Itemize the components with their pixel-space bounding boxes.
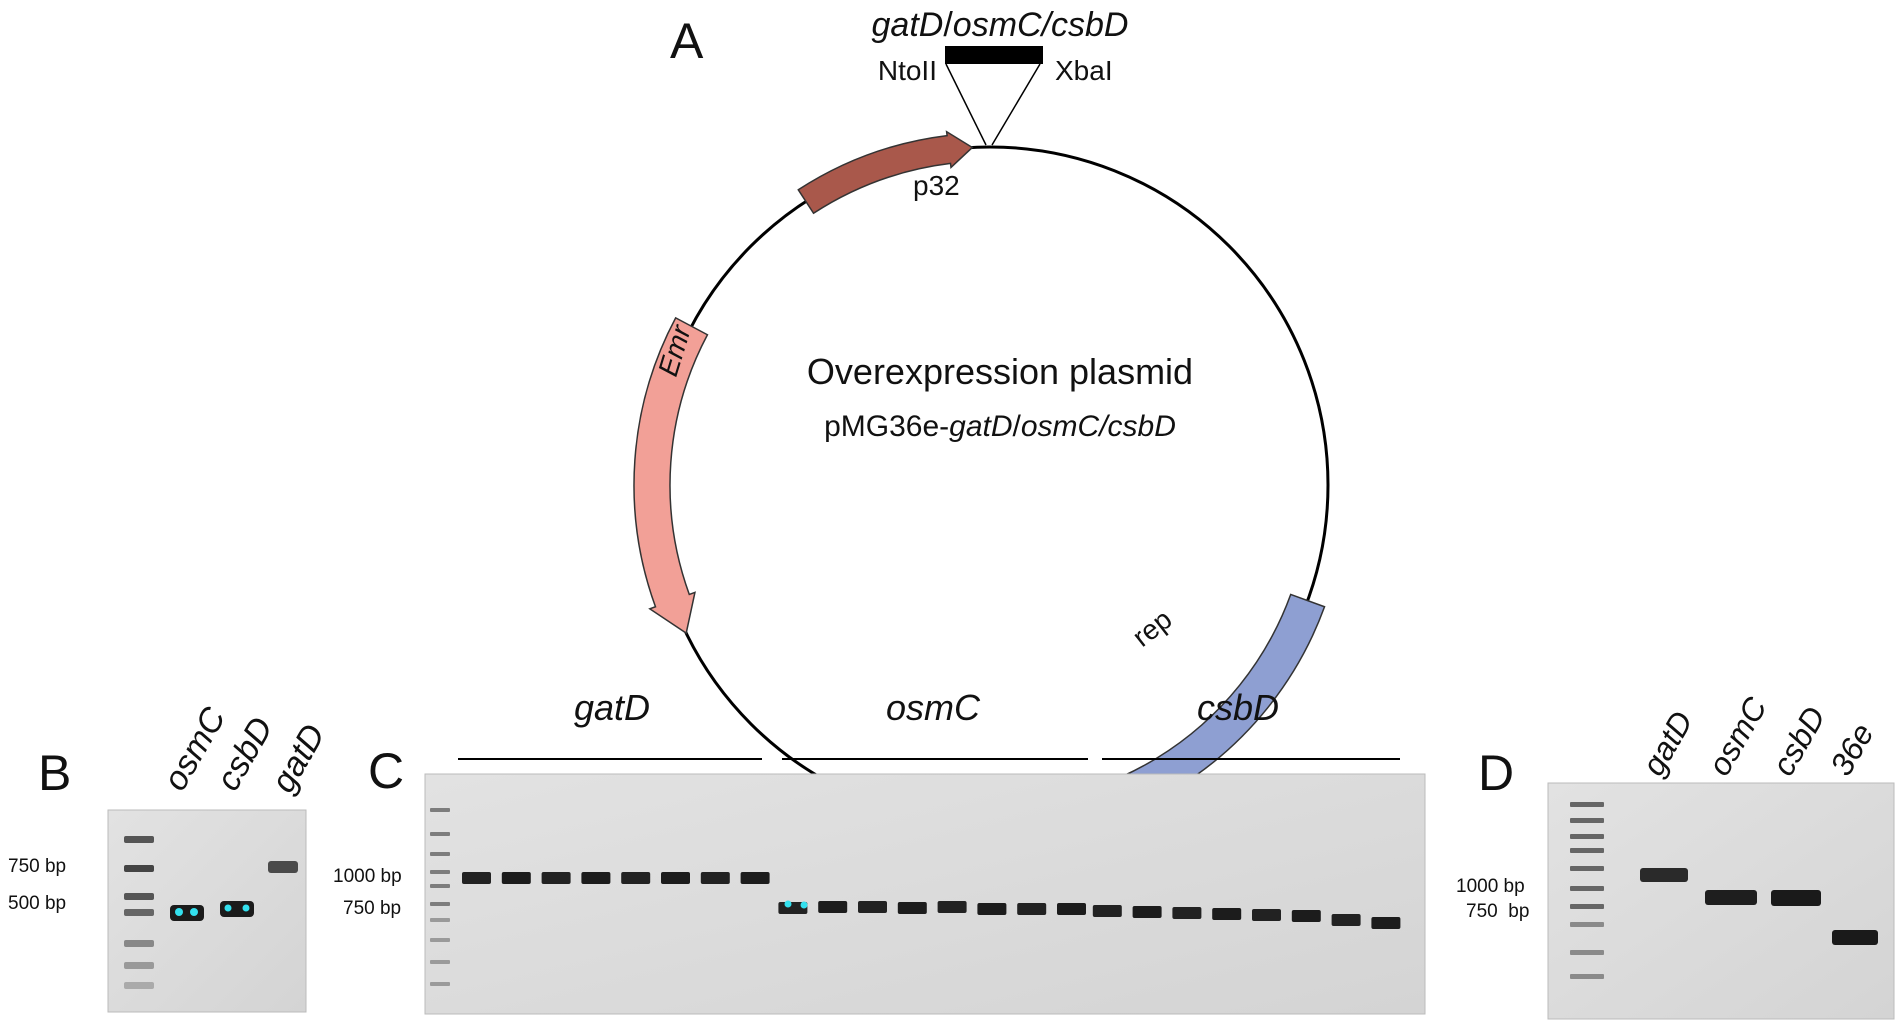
- gel-b-marker-750: 750 bp: [8, 856, 66, 877]
- ladder-band: [430, 808, 450, 812]
- ladder-band: [1570, 866, 1604, 871]
- rep-label: rep: [1127, 603, 1178, 652]
- ladder-band: [430, 960, 450, 964]
- ladder-band: [1570, 886, 1604, 891]
- gel-d-lane-label: csbD: [1765, 700, 1833, 781]
- gel-c: [424, 773, 1426, 1015]
- gel-c-group-label: csbD: [1197, 687, 1279, 728]
- gel-b-band-highlight: [190, 908, 198, 916]
- gel-d-band: [1640, 868, 1688, 882]
- gel-c-group-label: gatD: [574, 687, 650, 728]
- ladder-band: [1570, 802, 1604, 807]
- gel-b-band-highlight: [224, 904, 232, 912]
- gel-c-band: [1017, 903, 1047, 915]
- gel-b-band-highlight: [242, 904, 250, 912]
- panel-label-c: C: [368, 743, 404, 799]
- gel-b-ladder: [124, 836, 154, 989]
- gel-c-band: [462, 872, 491, 884]
- ladder-band: [1570, 818, 1604, 823]
- gel-d-lane-label: gatD: [1635, 705, 1700, 782]
- insert-bar: [945, 46, 1043, 64]
- gel-c-band: [897, 902, 927, 914]
- gel-c-group-label: osmC: [886, 687, 981, 728]
- gel-d-band: [1771, 890, 1821, 906]
- ladder-band: [430, 884, 450, 888]
- gel-d-marker-750: 750 bp: [1466, 901, 1529, 922]
- gel-b-band: [268, 861, 298, 873]
- gel-c-band: [1132, 906, 1162, 918]
- emr-gene-arrow: [633, 316, 709, 635]
- gel-c-band: [1212, 908, 1242, 920]
- insert-line-right: [991, 63, 1041, 146]
- gel-b-band: [170, 905, 204, 921]
- ladder-band: [430, 832, 450, 836]
- gel-b-lane-labels: osmC csbD gatD: [156, 701, 333, 799]
- gel-c-band: [1291, 910, 1321, 922]
- gel-c-band: [1371, 917, 1401, 929]
- gel-d-lane-labels: gatD osmC csbD 36e: [1635, 690, 1881, 781]
- ladder-band: [1570, 834, 1604, 839]
- gel-c-band: [977, 903, 1007, 915]
- gel-c-band: [937, 901, 967, 913]
- ladder-band: [124, 982, 154, 989]
- gel-c-band: [700, 872, 730, 884]
- ladder-band: [430, 870, 450, 874]
- ladder-band: [124, 836, 154, 843]
- gel-c-marker-750: 750 bp: [343, 898, 401, 919]
- ladder-band: [430, 938, 450, 942]
- gel-c-band-highlight: [800, 901, 808, 909]
- gel-d-ladder: [1570, 802, 1604, 979]
- gel-c-band: [621, 872, 651, 884]
- ladder-band: [124, 893, 154, 900]
- gel-c-band: [1331, 914, 1361, 926]
- ladder-band: [1570, 950, 1604, 955]
- gel-d-marker-1000: 1000 bp: [1456, 876, 1525, 897]
- site-xbai-label: XbaI: [1055, 55, 1113, 86]
- insert-label: gatD/osmC/csbD: [872, 6, 1129, 44]
- p32-label: p32: [913, 170, 960, 201]
- insert-line-left: [945, 63, 987, 146]
- panel-label-d: D: [1478, 745, 1514, 801]
- ladder-band: [430, 852, 450, 856]
- gel-c-band: [541, 872, 571, 884]
- ladder-band: [1570, 848, 1604, 853]
- gel-c-band: [818, 901, 848, 913]
- ladder-band: [124, 940, 154, 947]
- plasmid-title: Overexpression plasmid: [807, 351, 1193, 392]
- gel-b-band-highlight: [175, 908, 183, 916]
- ladder-band: [430, 982, 450, 986]
- p32-promoter-arrow: [797, 130, 974, 215]
- ladder-band: [1570, 904, 1604, 909]
- gel-c-band: [1252, 909, 1281, 921]
- ladder-band: [1570, 922, 1604, 927]
- gel-c-band: [581, 872, 611, 884]
- gel-c-bands: [462, 872, 1401, 929]
- gel-c-band: [858, 901, 887, 913]
- gel-d-lane-label: osmC: [1701, 690, 1774, 781]
- ladder-band: [430, 902, 450, 906]
- gel-c-ladder: [430, 808, 450, 986]
- panel-label-b: B: [38, 745, 71, 801]
- gel-c-band: [1057, 903, 1086, 915]
- gel-c-band: [1092, 905, 1122, 917]
- ladder-band: [124, 909, 154, 916]
- gel-c-band: [501, 872, 531, 884]
- gel-c-band-highlight: [784, 900, 792, 908]
- ladder-band: [124, 962, 154, 969]
- gel-d-band: [1832, 930, 1878, 945]
- gel-c-marker-1000: 1000 bp: [333, 866, 402, 887]
- plasmid-name: pMG36e-gatD/osmC/csbD: [824, 410, 1176, 443]
- ladder-band: [1570, 974, 1604, 979]
- site-ntoii-label: NtoII: [878, 55, 937, 86]
- gel-d-lane-label: 36e: [1823, 717, 1881, 781]
- gel-c-band: [661, 872, 690, 884]
- gel-c-band: [740, 872, 770, 884]
- gel-c-band: [1172, 907, 1202, 919]
- ladder-band: [430, 918, 450, 922]
- gel-b-marker-500: 500 bp: [8, 893, 66, 914]
- panel-label-a: A: [670, 13, 704, 69]
- ladder-band: [124, 865, 154, 872]
- gel-d-band: [1705, 890, 1757, 905]
